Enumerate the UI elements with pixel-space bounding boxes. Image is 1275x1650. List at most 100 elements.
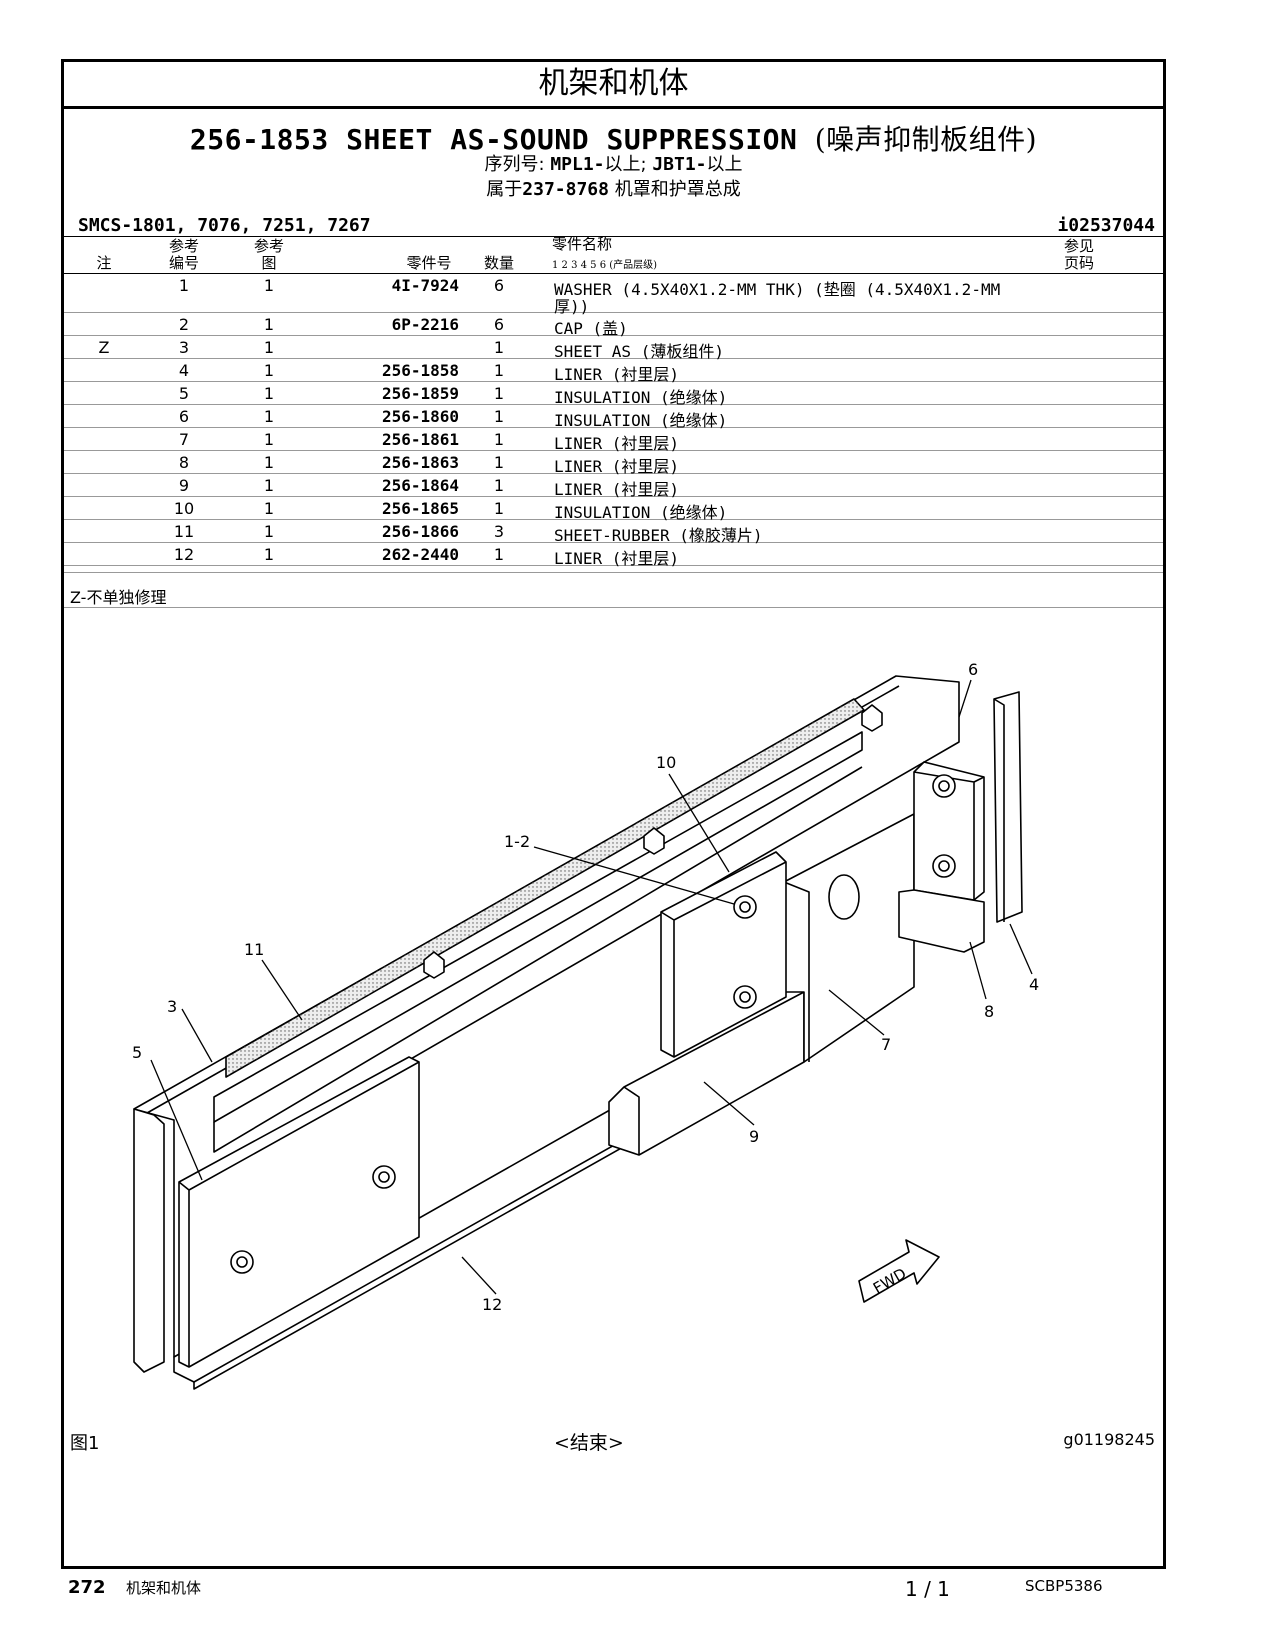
callout-10: 10 <box>656 753 676 772</box>
callout-1-2: 1-2 <box>504 832 530 851</box>
smcs-codes: SMCS-1801, 7076, 7251, 7267 <box>78 215 371 236</box>
cell-ref: 9 <box>178 476 190 495</box>
cell-ref: 5 <box>178 384 190 403</box>
cell-name: INSULATION (绝缘体) <box>554 388 728 407</box>
cell-name: CAP (盖) <box>554 319 628 338</box>
cell-ref: 6 <box>178 407 190 426</box>
cell-ref: 8 <box>178 453 190 472</box>
cell-pn[interactable]: 256-1859 <box>381 384 459 403</box>
cell-qty: 1 <box>493 384 505 403</box>
cell-qty: 1 <box>493 499 505 518</box>
divider <box>64 273 1163 274</box>
callout-9: 9 <box>749 1127 759 1146</box>
cell-ref: 7 <box>178 430 190 449</box>
cell-ref: 3 <box>178 338 190 357</box>
cell-note: Z <box>98 338 110 357</box>
header-levels: 1 2 3 4 5 6 (产品层级) <box>552 260 658 271</box>
divider <box>64 607 1163 608</box>
cell-fig: 1 <box>263 315 275 334</box>
callout-12: 12 <box>482 1295 502 1314</box>
section-title: 机架和机体 <box>64 62 1163 109</box>
table-row: 8 1 256-1863 1 LINER (衬里层) <box>64 451 1163 476</box>
cell-qty: 1 <box>493 338 505 357</box>
parts-illustration: 6 10 1-2 11 3 5 4 8 7 9 12 FWD <box>132 660 1039 1390</box>
cell-qty: 1 <box>493 476 505 495</box>
cell-qty: 3 <box>493 522 505 541</box>
callout-8: 8 <box>984 1002 994 1021</box>
cell-name: LINER (衬里层) <box>554 434 680 453</box>
cell-name: LINER (衬里层) <box>554 457 680 476</box>
cell-fig: 1 <box>263 476 275 495</box>
assembly-name: SHEET AS-SOUND SUPPRESSION <box>346 123 798 156</box>
cell-pn[interactable]: 262-2440 <box>381 545 459 564</box>
table-row: 10 1 256-1865 1 INSULATION (绝缘体) <box>64 497 1163 522</box>
cell-pn[interactable]: 256-1858 <box>381 361 459 380</box>
illustration-id: i02537044 <box>1057 215 1155 236</box>
cell-name: SHEET-RUBBER (橡胶薄片) <box>554 526 763 545</box>
callout-4: 4 <box>1029 975 1039 994</box>
cell-pn[interactable]: 256-1860 <box>381 407 459 426</box>
header-note: 注 <box>96 254 112 272</box>
cell-name: LINER (衬里层) <box>554 549 680 568</box>
cell-pn[interactable]: 256-1865 <box>381 499 459 518</box>
cell-ref: 10 <box>173 499 195 518</box>
cell-name: SHEET AS (薄板组件) <box>554 342 724 361</box>
callout-11: 11 <box>244 940 264 959</box>
header-see-page: 参见 页码 <box>1063 237 1094 272</box>
cell-fig: 1 <box>263 430 275 449</box>
table-row: 12 1 262-2440 1 LINER (衬里层) <box>64 543 1163 568</box>
cell-fig: 1 <box>263 407 275 426</box>
cell-pn[interactable]: 256-1866 <box>381 522 459 541</box>
header-part-name: 零件名称 <box>552 235 613 253</box>
header-part-no: 零件号 <box>406 254 452 272</box>
cell-pn[interactable]: 6P-2216 <box>391 315 459 334</box>
cell-name: INSULATION (绝缘体) <box>554 503 728 522</box>
cell-qty: 1 <box>493 430 505 449</box>
graphic-id: g01198245 <box>1063 1430 1155 1449</box>
assembly-part-number: 256-1853 <box>189 123 329 156</box>
cell-fig: 1 <box>263 276 275 295</box>
cell-pn[interactable]: 256-1861 <box>381 430 459 449</box>
divider <box>64 572 1163 573</box>
cell-qty: 6 <box>493 276 505 295</box>
cell-qty: 1 <box>493 407 505 426</box>
cell-fig: 1 <box>263 453 275 472</box>
cell-name: INSULATION (绝缘体) <box>554 411 728 430</box>
header-ref: 参考 编号 <box>168 237 199 272</box>
cell-pn[interactable]: 256-1863 <box>381 453 459 472</box>
cell-ref: 1 <box>178 276 190 295</box>
callout-6: 6 <box>968 660 978 679</box>
cell-fig: 1 <box>263 545 275 564</box>
page-number: 272 <box>68 1577 106 1598</box>
cell-fig: 1 <box>263 338 275 357</box>
divider <box>64 236 1163 237</box>
callout-3: 3 <box>167 997 177 1016</box>
cell-fig: 1 <box>263 361 275 380</box>
cell-name: LINER (衬里层) <box>554 365 680 384</box>
cell-qty: 1 <box>493 453 505 472</box>
belongs-line: 属于237-8768 机罩和护罩总成 <box>486 179 741 200</box>
callout-7: 7 <box>881 1035 891 1054</box>
cell-qty: 1 <box>493 545 505 564</box>
figure-label: 图1 <box>70 1433 100 1454</box>
footnote: Z-不单独修理 <box>70 588 167 607</box>
cell-pn[interactable]: 256-1864 <box>381 476 459 495</box>
cell-qty: 1 <box>493 361 505 380</box>
cell-fig: 1 <box>263 522 275 541</box>
cell-pn[interactable]: 4I-7924 <box>391 276 459 295</box>
assembly-title: 256-1853 SHEET AS-SOUND SUPPRESSION (噪声抑… <box>64 118 1163 158</box>
cell-ref: 12 <box>173 545 195 564</box>
cell-fig: 1 <box>263 499 275 518</box>
table-row: 7 1 256-1861 1 LINER (衬里层) <box>64 428 1163 453</box>
end-label: <结束> <box>554 1432 624 1454</box>
table-row: 9 1 256-1864 1 LINER (衬里层) <box>64 474 1163 499</box>
parent-part-link[interactable]: 237-8768 <box>522 179 609 200</box>
page-of: 1 / 1 <box>905 1577 950 1601</box>
cell-name: LINER (衬里层) <box>554 480 680 499</box>
callout-5: 5 <box>132 1043 142 1062</box>
doc-number: SCBP5386 <box>1025 1577 1103 1595</box>
